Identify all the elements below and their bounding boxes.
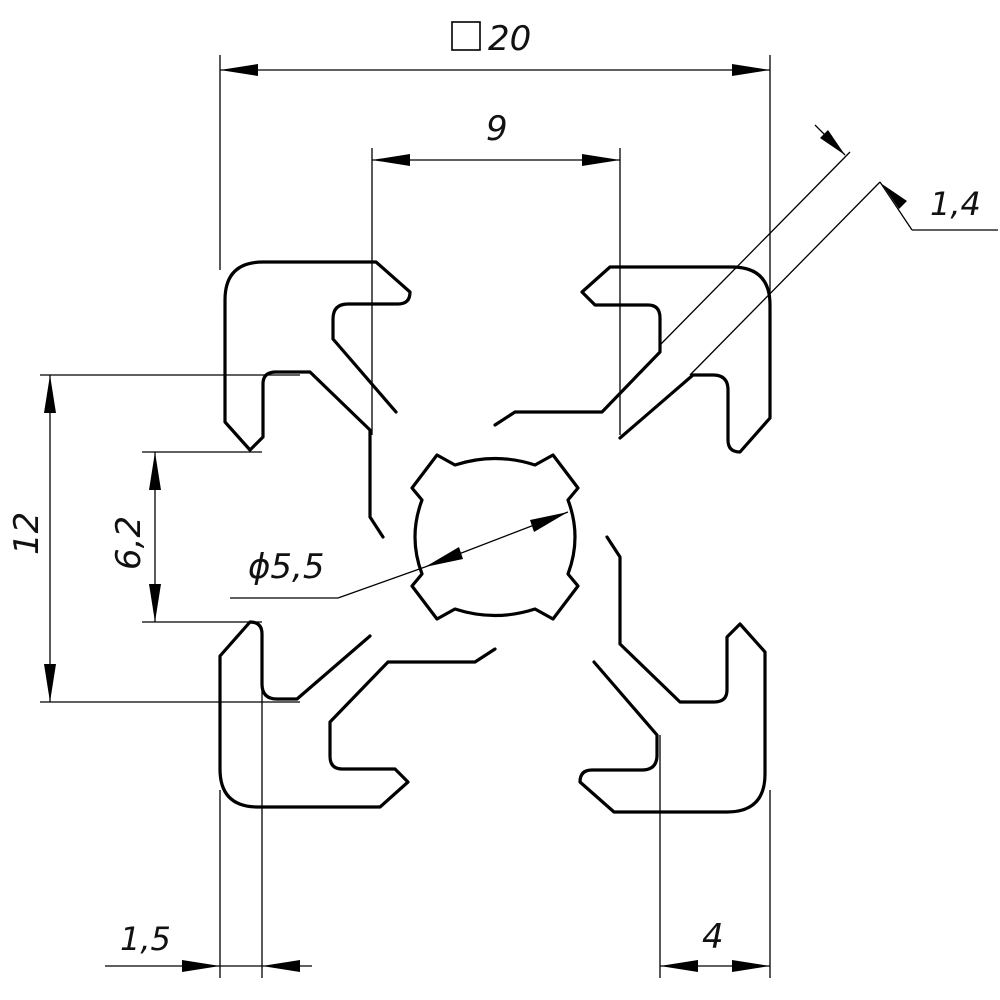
profile-quadrant	[218, 620, 497, 809]
dimension-inner-height: 6,2	[109, 451, 262, 623]
dimension-wall-label: 1,4	[930, 185, 981, 223]
square-symbol-icon	[451, 21, 481, 51]
dimension-wall: 1,4	[659, 124, 998, 376]
dimension-flange-depth-label: 4	[702, 917, 724, 957]
central-bore	[410, 453, 580, 621]
profile-quadrant	[223, 260, 412, 539]
profile-quadrant	[578, 535, 767, 814]
dimension-bore: ϕ5,5	[230, 511, 569, 599]
aluminium-profile-outline	[218, 260, 772, 814]
dimension-slot-opening-label: 9	[486, 109, 508, 149]
dimension-overall: 20	[219, 19, 771, 300]
dimension-flange-depth: 4	[659, 735, 771, 978]
dimension-edge-thickness-label: 1,5	[120, 920, 171, 958]
dimension-inner-height-label: 6,2	[109, 516, 149, 570]
dimension-bore-label: ϕ5,5	[248, 547, 325, 587]
profile-quadrant	[493, 265, 772, 454]
dimension-outer-height: 12	[7, 374, 300, 703]
dimension-slot-opening: 9	[371, 109, 621, 435]
dimension-overall-label: 20	[488, 19, 531, 59]
dimension-outer-height-label: 12	[7, 512, 47, 555]
dimension-edge-thickness: 1,5	[105, 680, 312, 978]
